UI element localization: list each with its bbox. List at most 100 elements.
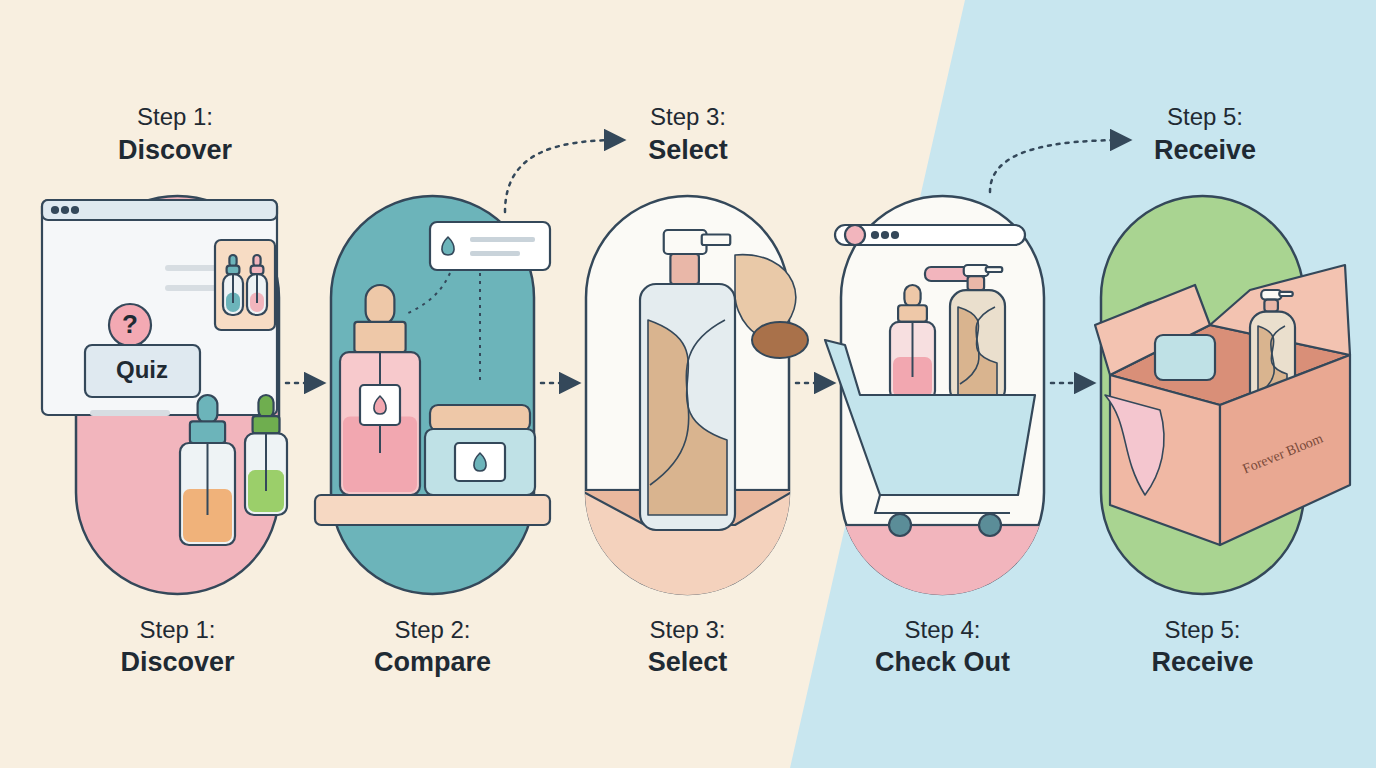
step-caption: Step 2:Compare [285, 615, 580, 679]
icon-label: Quiz [116, 356, 168, 384]
shape [1279, 292, 1293, 296]
pill-outline [330, 195, 535, 595]
illustration [42, 200, 287, 545]
shape [960, 307, 995, 384]
step-panel: Step 5:Receive [1100, 195, 1305, 675]
shape [840, 525, 1045, 595]
top-step-label: Step 5: [1167, 103, 1243, 131]
shape [979, 514, 1001, 536]
shape [374, 396, 386, 414]
shape [1155, 335, 1215, 380]
step-panel: Step 3:Select [585, 195, 790, 675]
shape [648, 320, 727, 515]
step-number: Step 1: [30, 615, 325, 645]
shape [986, 267, 1003, 272]
step-panel: Step 4:Check Out [840, 195, 1045, 675]
step-caption: Step 3:Select [540, 615, 835, 679]
shape [85, 345, 200, 397]
shape [958, 307, 997, 398]
step-name: Discover [30, 645, 325, 679]
pill-outline [585, 195, 790, 595]
step-panel: Step 1:Discover [75, 195, 280, 675]
swatch [752, 322, 808, 358]
shape [360, 385, 400, 425]
shape [245, 433, 287, 515]
shape [425, 429, 535, 495]
curved-arrow [505, 140, 622, 212]
shape [470, 251, 520, 256]
step-number: Step 5: [1055, 615, 1350, 645]
step-caption: Step 1:Discover [30, 615, 325, 679]
illustration [825, 225, 1050, 605]
dotted-pointer [408, 273, 450, 313]
pipette [912, 322, 914, 377]
pipette [265, 433, 267, 491]
shape [198, 395, 218, 424]
shape [845, 225, 865, 245]
shape [904, 285, 920, 307]
dotted-arrow [796, 382, 832, 385]
shape [354, 322, 405, 352]
top-step-label: Step 3: [650, 103, 726, 131]
shape [875, 495, 1010, 513]
shape [366, 285, 395, 325]
pill-outline [840, 195, 1045, 595]
pipette [256, 274, 258, 303]
shape [1105, 395, 1164, 495]
illustration [315, 222, 550, 525]
shape [223, 274, 243, 315]
shape [835, 225, 1025, 245]
shape [825, 340, 1035, 495]
shape [889, 514, 911, 536]
shape [215, 240, 275, 330]
shape [1220, 355, 1350, 545]
shape [950, 290, 1005, 405]
icon-label: ? [122, 310, 138, 340]
illustration [580, 230, 808, 600]
curved-arrow [990, 140, 1128, 192]
shape [90, 410, 170, 416]
shape [72, 207, 78, 213]
shape [442, 237, 454, 255]
shape [890, 322, 935, 400]
shape [52, 207, 58, 213]
shape [180, 443, 235, 545]
shape [474, 453, 486, 471]
step-number: Step 3: [540, 615, 835, 645]
illustration [1095, 265, 1350, 545]
shape [882, 232, 888, 238]
step-name: Check Out [795, 645, 1090, 679]
top-step-label: Select [648, 135, 728, 166]
shape [42, 200, 277, 415]
step-name: Select [540, 645, 835, 679]
pipette [232, 274, 234, 303]
step-caption: Step 5:Receive [1055, 615, 1350, 679]
shape [898, 305, 927, 322]
shape [455, 443, 505, 481]
pipette [207, 443, 209, 515]
shape [1264, 300, 1278, 312]
shape [62, 207, 68, 213]
step-caption: Step 4:Check Out [795, 615, 1090, 679]
step-name: Compare [285, 645, 580, 679]
shape [340, 352, 420, 495]
shape [470, 237, 535, 242]
shape [165, 285, 220, 291]
step-number: Step 4: [795, 615, 1090, 645]
step-number: Step 2: [285, 615, 580, 645]
shape [227, 266, 240, 275]
blue-ground [790, 0, 1376, 768]
dotted-pointer [479, 273, 481, 385]
shape [42, 200, 277, 220]
shape [892, 232, 898, 238]
shape [650, 320, 725, 485]
shape [702, 235, 731, 246]
dotted-arrow [286, 382, 322, 385]
pill-outline [75, 195, 280, 595]
dotted-arrow [1051, 382, 1092, 385]
step-panel: Step 2:Compare [330, 195, 535, 675]
shape [253, 416, 280, 433]
shape [109, 304, 151, 346]
shape [190, 421, 225, 443]
